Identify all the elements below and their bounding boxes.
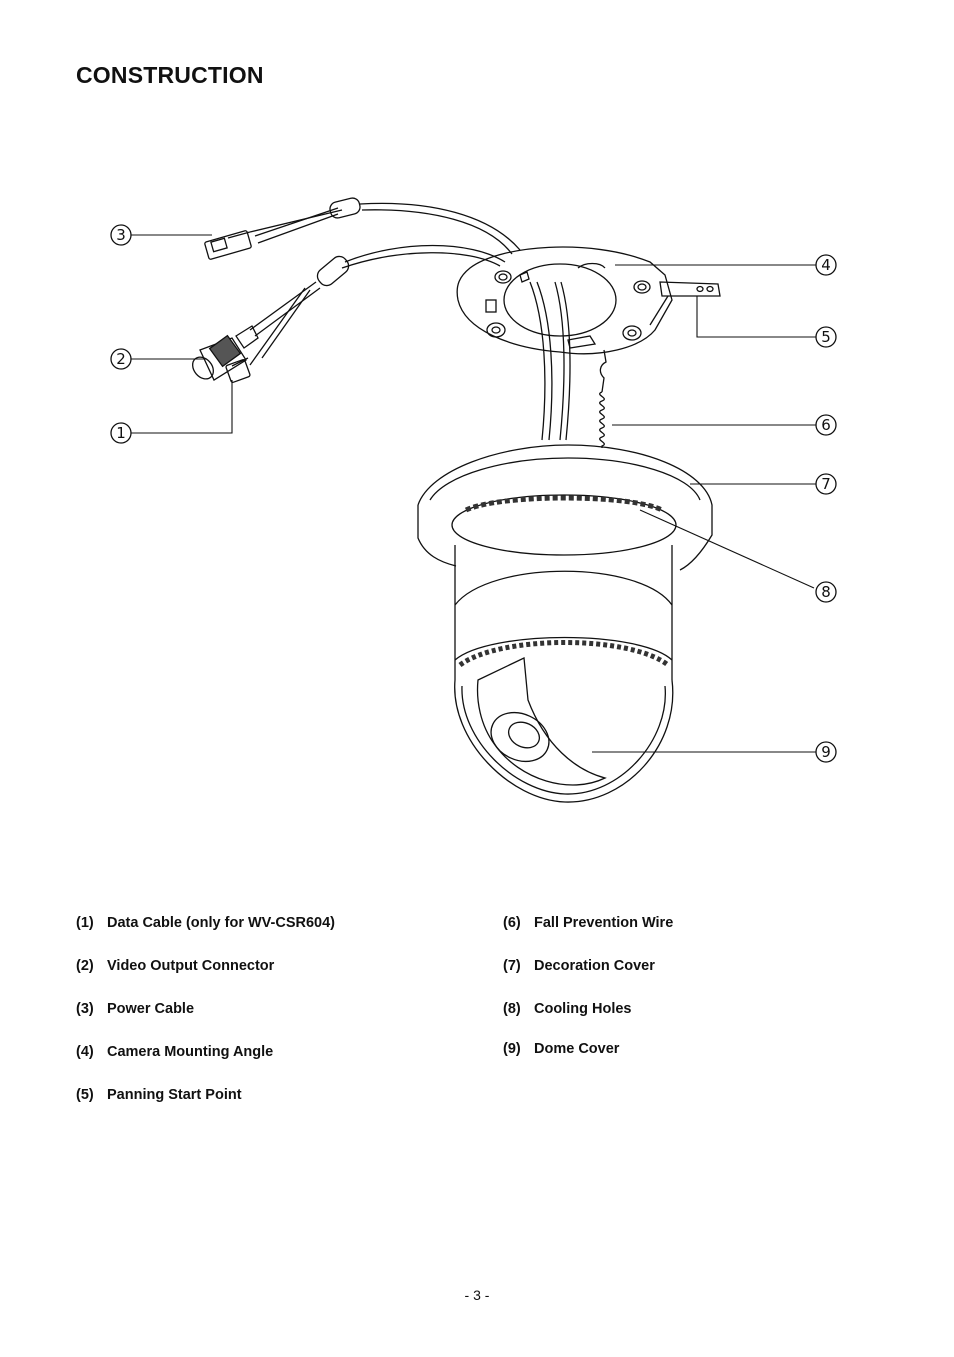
legend-item-label: Decoration Cover	[534, 958, 655, 974]
legend-item-number: (8)	[503, 1001, 521, 1017]
svg-text:9: 9	[821, 743, 831, 761]
legend-item-number: (5)	[76, 1087, 94, 1103]
panning-start-point	[649, 281, 721, 326]
legend-item-label: Panning Start Point	[107, 1087, 242, 1103]
callout-6: 6	[815, 414, 837, 436]
svg-text:5: 5	[821, 328, 831, 346]
page-title: CONSTRUCTION	[76, 62, 264, 88]
cables	[249, 197, 521, 366]
svg-text:7: 7	[821, 475, 831, 493]
power-cable-connector	[204, 230, 252, 260]
legend-item-label: Video Output Connector	[107, 958, 275, 974]
inner-cables	[529, 281, 571, 441]
camera-mounting-angle	[456, 246, 673, 355]
legend-item-number: (9)	[503, 1041, 521, 1057]
legend-item-4: (4) Camera Mounting Angle	[76, 1044, 273, 1060]
legend-item-label: Cooling Holes	[534, 1001, 632, 1017]
legend-item-6: (6) Fall Prevention Wire	[503, 915, 673, 931]
camera-body	[454, 545, 673, 680]
cooling-holes-upper	[464, 495, 664, 513]
callout-5: 5	[815, 326, 837, 348]
svg-text:2: 2	[116, 350, 126, 368]
dome-camera-construction-diagram: 3 2 1 4 5 6 7 8 9	[110, 197, 837, 803]
legend-item-label: Camera Mounting Angle	[107, 1044, 274, 1060]
legend-item-3: (3) Power Cable	[76, 1001, 194, 1017]
callout-3: 3	[110, 224, 132, 246]
legend-item-5: (5) Panning Start Point	[76, 1087, 242, 1103]
callout-2: 2	[110, 348, 132, 370]
svg-text:6: 6	[821, 416, 831, 434]
leader-lines	[131, 234, 816, 753]
svg-text:3: 3	[116, 226, 126, 244]
svg-text:8: 8	[821, 583, 831, 601]
legend-item-label: Dome Cover	[534, 1041, 620, 1057]
svg-text:1: 1	[116, 424, 126, 442]
callout-9: 9	[815, 741, 837, 763]
legend-item-number: (7)	[503, 958, 521, 974]
legend-item-9: (9) Dome Cover	[503, 1041, 619, 1057]
legend-item-1: (1) Data Cable (only for WV-CSR604)	[76, 915, 335, 931]
callout-8: 8	[815, 581, 837, 603]
callout-4: 4	[815, 254, 837, 276]
video-output-connector	[192, 325, 259, 381]
data-cable-connector	[225, 357, 251, 383]
legend-item-2: (2) Video Output Connector	[76, 958, 274, 974]
legend-item-number: (1)	[76, 915, 94, 931]
fall-prevention-wire	[599, 349, 607, 448]
decoration-cover	[417, 444, 713, 571]
legend-item-label: Data Cable (only for WV-CSR604)	[107, 915, 336, 931]
legend-item-label: Fall Prevention Wire	[534, 915, 674, 931]
legend-item-number: (6)	[503, 915, 521, 931]
dome-cover	[454, 657, 674, 803]
callout-1: 1	[110, 422, 132, 444]
legend-item-label: Power Cable	[107, 1001, 195, 1017]
callout-7: 7	[815, 473, 837, 495]
legend-item-8: (8) Cooling Holes	[503, 1001, 631, 1017]
legend-item-number: (4)	[76, 1044, 94, 1060]
legend-item-number: (3)	[76, 1001, 94, 1017]
legend-item-number: (2)	[76, 958, 94, 974]
legend-item-7: (7) Decoration Cover	[503, 958, 655, 974]
page-number: - 3 -	[464, 1287, 490, 1303]
svg-text:4: 4	[821, 256, 831, 274]
